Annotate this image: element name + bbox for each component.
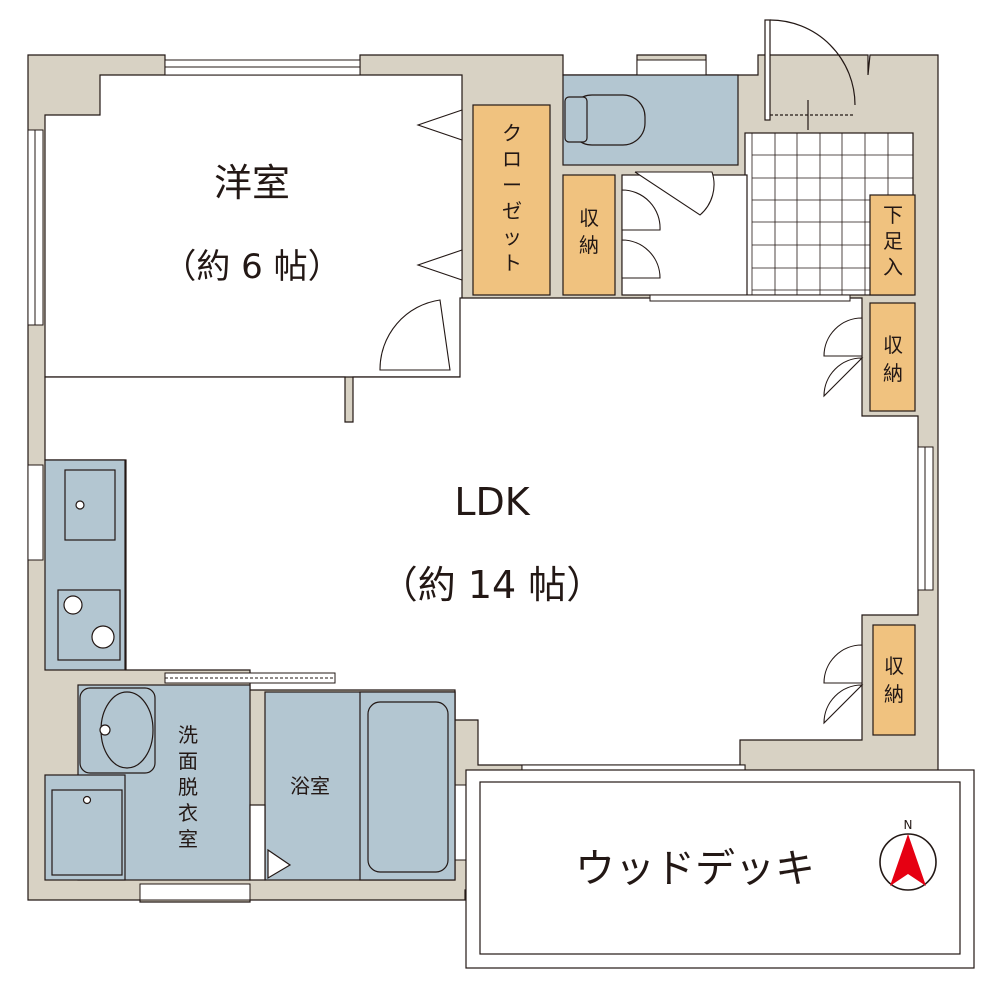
- svg-text:ロ: ロ: [502, 147, 522, 171]
- western-room-name: 洋室: [214, 161, 290, 205]
- svg-text:面: 面: [178, 749, 198, 773]
- compass-north-label: N: [904, 818, 913, 832]
- svg-text:ク: ク: [502, 121, 522, 145]
- svg-text:収: 収: [579, 206, 599, 230]
- svg-text:ゼ: ゼ: [502, 199, 522, 223]
- svg-text:ー: ー: [502, 173, 522, 197]
- closet-box: [472, 104, 551, 296]
- svg-text:脱: 脱: [178, 775, 198, 799]
- ldk-size: （約 14 帖）: [380, 563, 605, 607]
- room-floors: [44, 74, 919, 766]
- svg-text:納: 納: [884, 682, 904, 706]
- toilet-room: [562, 74, 739, 166]
- svg-text:ト: ト: [502, 251, 522, 275]
- shoe-storage-label: 下 足 入: [883, 203, 903, 279]
- wet-area: [44, 684, 456, 881]
- window-bottom-wash: [139, 883, 251, 901]
- window-left-kitchen: [27, 464, 44, 561]
- storage-right-1-box: [869, 302, 916, 412]
- wood-deck: [465, 769, 975, 969]
- closet-label: ク ロ ー ゼ ッ ト: [502, 121, 522, 275]
- svg-text:洗: 洗: [178, 723, 198, 747]
- svg-text:ッ: ッ: [502, 225, 522, 249]
- entry-threshold: [649, 294, 851, 302]
- room-labels: 洋室 （約 6 帖） LDK （約 14 帖） ク ロ ー ゼ ッ ト 収 納 …: [162, 121, 904, 892]
- window-top-toilet: [636, 59, 707, 76]
- bathroom-name: 浴室: [290, 774, 330, 798]
- north-compass: N: [879, 818, 937, 891]
- shoe-storage-box: [869, 194, 916, 296]
- kitchen-counter: [44, 459, 126, 671]
- kitchen-sink: [64, 469, 116, 541]
- storage-top-box: [562, 174, 616, 296]
- washroom-label: 洗 面 脱 衣 室: [178, 723, 198, 851]
- western-room-door: [379, 299, 451, 371]
- svg-text:足: 足: [883, 229, 903, 253]
- entrance-door: [764, 19, 856, 130]
- svg-text:収: 収: [883, 333, 903, 357]
- partition-rail: [164, 672, 336, 684]
- storage-units: [472, 104, 916, 736]
- closet-doors: [416, 109, 864, 725]
- svg-text:納: 納: [883, 361, 903, 385]
- svg-text:納: 納: [579, 233, 599, 257]
- svg-text:入: 入: [883, 255, 903, 279]
- western-room-size: （約 6 帖）: [162, 247, 341, 287]
- storage-right-2-label: 収 納: [884, 654, 904, 706]
- toilet-door: [634, 171, 715, 216]
- ldk-name: LDK: [454, 480, 530, 524]
- north-arrow-icon: [890, 834, 926, 886]
- svg-text:収: 収: [884, 654, 904, 678]
- svg-text:衣: 衣: [178, 801, 198, 825]
- svg-text:室: 室: [178, 827, 198, 851]
- storage-right-2-box: [872, 624, 916, 736]
- deck-name: ウッドデッキ: [575, 846, 815, 892]
- svg-text:下: 下: [883, 203, 903, 227]
- storage-right-1-label: 収 納: [883, 333, 903, 385]
- storage-top-label: 収 納: [579, 206, 599, 257]
